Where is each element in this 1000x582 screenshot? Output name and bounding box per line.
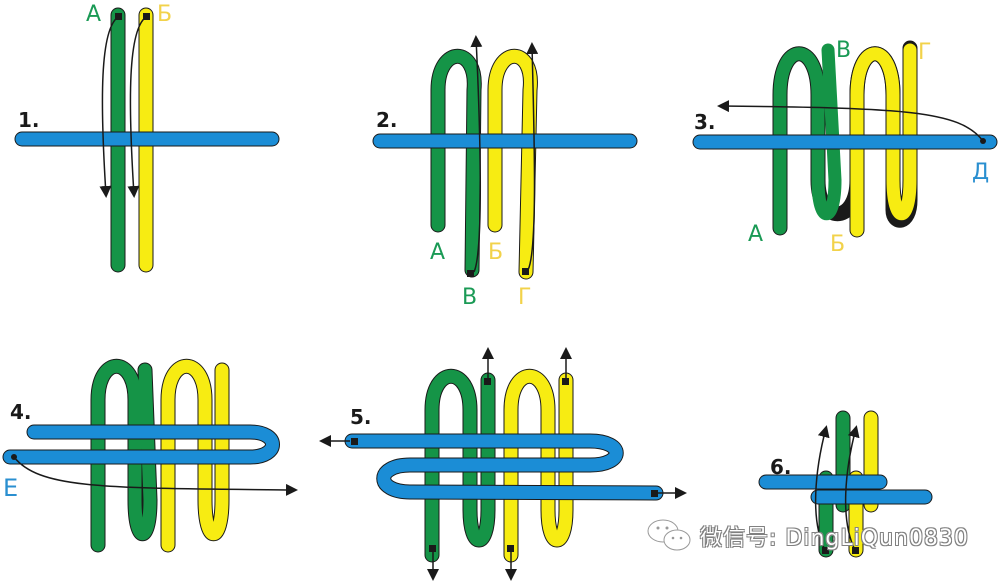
label-d-3: Д bbox=[972, 160, 990, 185]
label-v-2: В bbox=[462, 285, 478, 310]
label-b-2: Б bbox=[488, 240, 504, 265]
step-1-diagram bbox=[14, 7, 280, 273]
label-g-2: Г bbox=[518, 285, 532, 310]
step-3-number: 3. bbox=[694, 110, 716, 134]
label-g-3: Г bbox=[918, 40, 932, 65]
watermark-text: 微信号: DingLiQun0830 bbox=[700, 526, 969, 551]
step-3-diagram bbox=[692, 40, 998, 238]
step-5-number: 5. bbox=[350, 405, 372, 429]
step-5-diagram bbox=[319, 347, 687, 581]
step-2-diagram bbox=[372, 35, 638, 280]
step-6-number: 6. bbox=[770, 455, 792, 479]
label-v-3: В bbox=[836, 38, 852, 63]
label-a: А bbox=[86, 2, 102, 27]
label-b-3: Б bbox=[830, 232, 846, 257]
step-6-diagram bbox=[758, 410, 933, 558]
label-a-2: А bbox=[430, 240, 446, 265]
step-4-number: 4. bbox=[10, 400, 32, 424]
step-1-number: 1. bbox=[18, 108, 40, 132]
label-a-3: А bbox=[748, 222, 764, 247]
label-e-4: Е bbox=[3, 474, 19, 502]
step-4-diagram bbox=[2, 358, 298, 553]
wechat-icon bbox=[647, 519, 691, 551]
label-b: Б bbox=[157, 2, 173, 27]
step-2-number: 2. bbox=[376, 108, 398, 132]
